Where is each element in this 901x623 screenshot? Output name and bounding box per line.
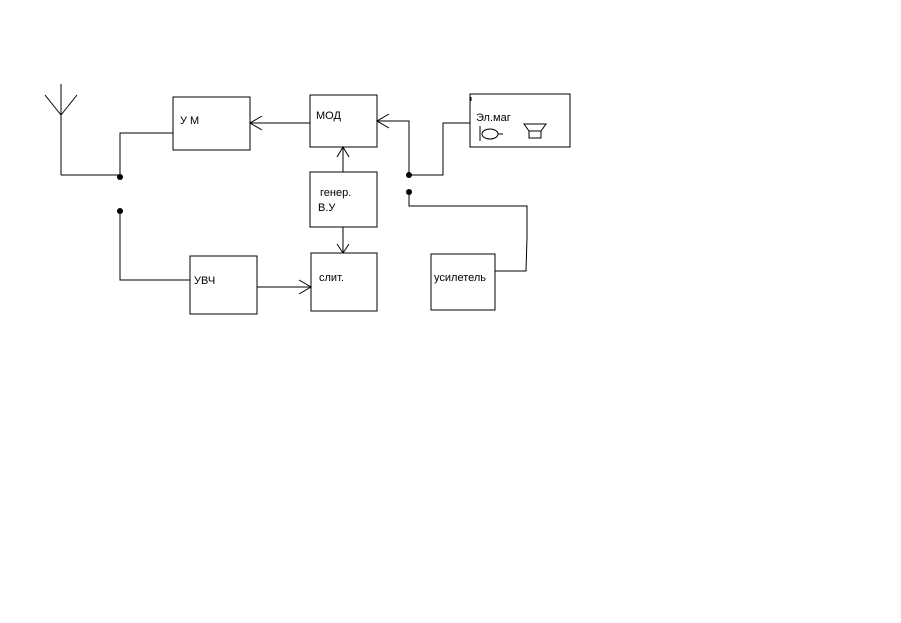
uvch-block: УВЧ: [189, 255, 258, 315]
mod-block: МОД: [309, 94, 378, 148]
gen-label-line1: генер.: [320, 187, 351, 199]
arrow-gen-to-slit: [336, 227, 350, 254]
wire-node-to-uvch: [119, 211, 190, 281]
wire-switch-to-amp: [408, 192, 528, 272]
wire-node-to-elmag: [409, 122, 470, 176]
antenna-icon: [44, 84, 78, 175]
microphone-icon: [479, 126, 503, 141]
arrow-uvch-to-slit: [257, 279, 312, 295]
wire-node-to-um: [119, 132, 173, 175]
um-block: У М: [172, 96, 251, 151]
um-label: У М: [180, 115, 199, 127]
arrow-mod-to-um: [249, 115, 310, 131]
arrow-gen-to-mod: [336, 146, 350, 172]
arrow-switch-to-mod: [376, 113, 410, 175]
amp-block: усилетель: [430, 253, 496, 311]
gen-label-line2: В.У: [318, 202, 336, 214]
switch-contact-top-left: [117, 174, 123, 180]
mod-label: МОД: [316, 110, 341, 122]
speaker-icon: [523, 123, 547, 139]
elmag-block: Эл.маг: [469, 93, 571, 148]
uvch-label: УВЧ: [194, 275, 215, 287]
amp-label: усилетель: [434, 272, 486, 284]
elmag-label: Эл.маг: [476, 112, 511, 124]
slit-block: слит.: [310, 252, 378, 312]
gen-block: генер. В.У: [309, 171, 378, 228]
slit-label: слит.: [319, 272, 344, 284]
